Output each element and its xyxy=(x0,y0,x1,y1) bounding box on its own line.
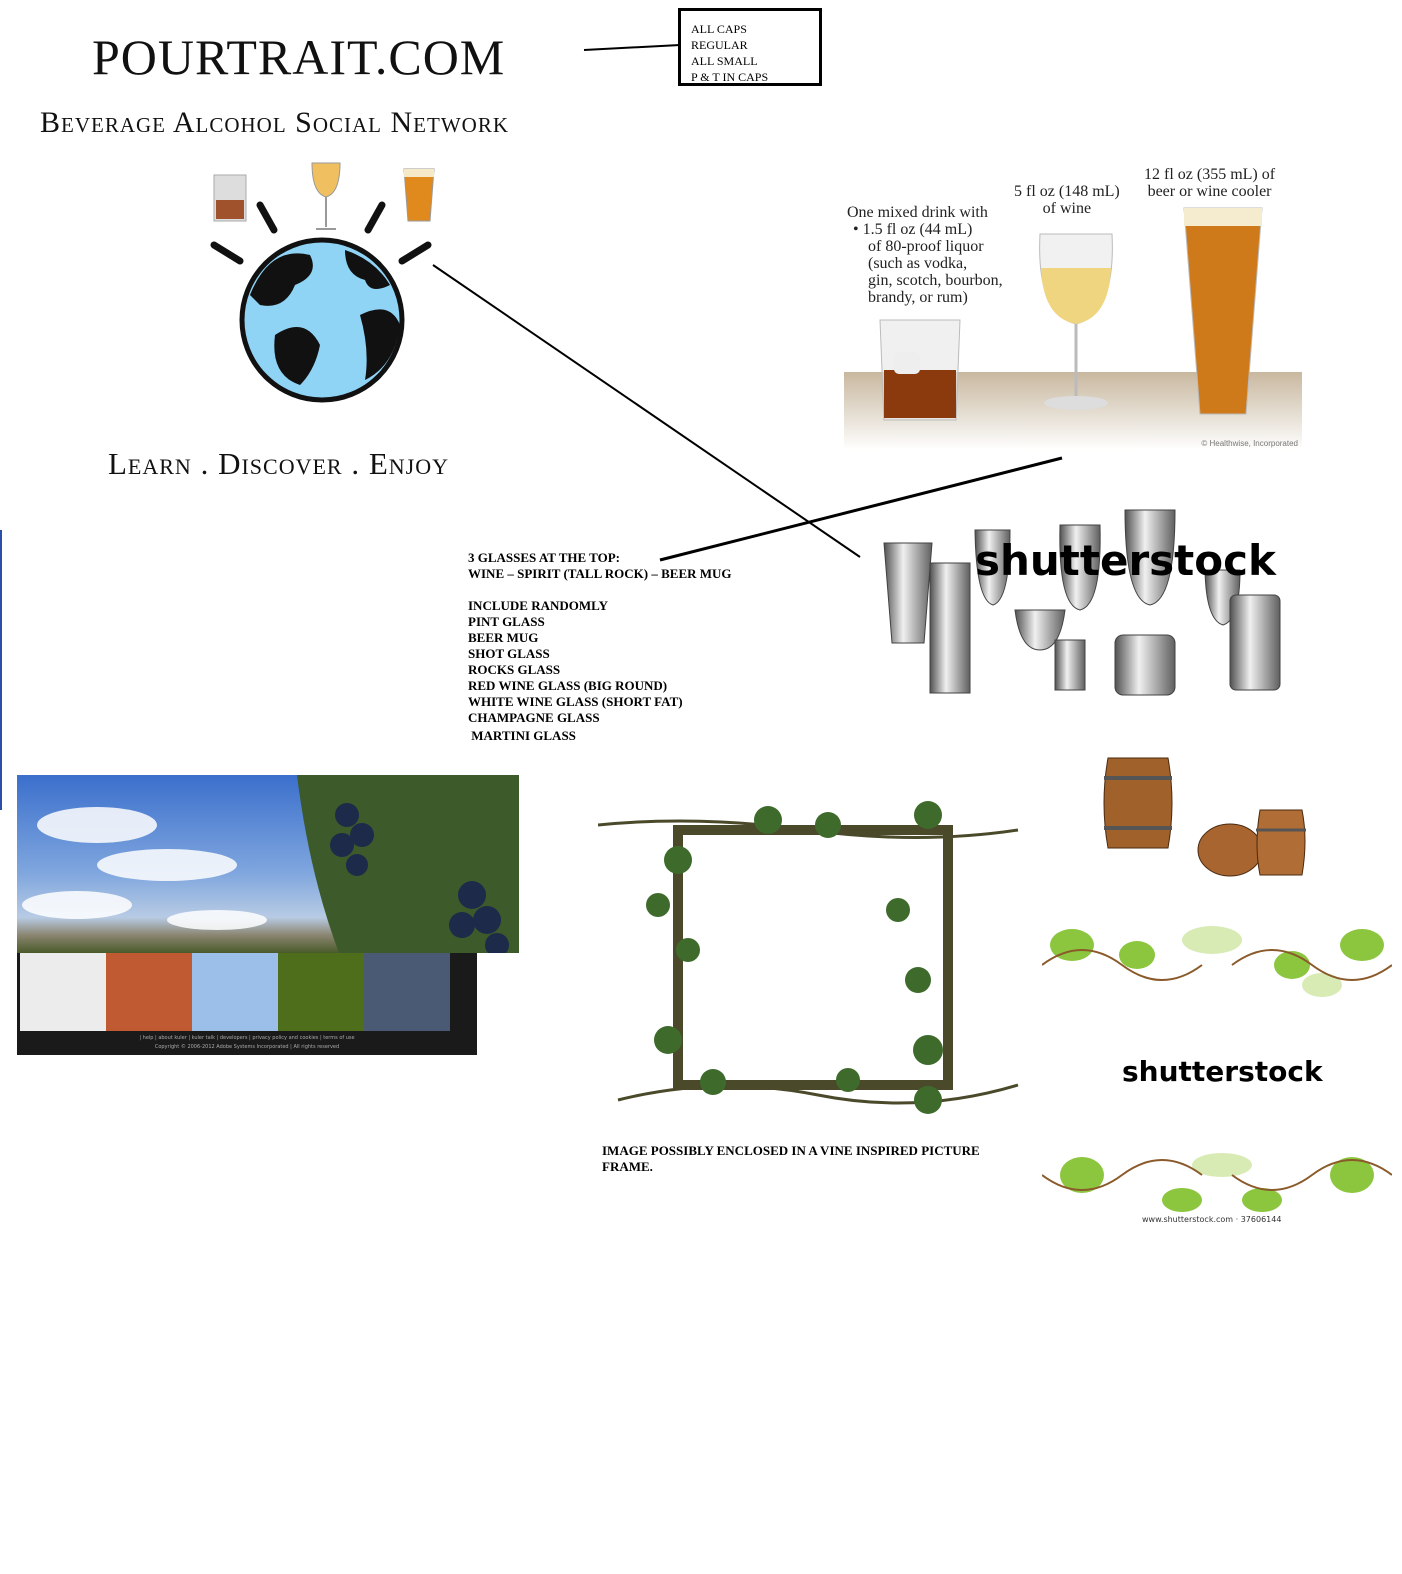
caps-option: P & T IN CAPS xyxy=(691,70,769,84)
beer-caption: 12 fl oz (355 mL) of beer or wine cooler xyxy=(1144,166,1276,200)
random-item: Rocks glass xyxy=(468,662,561,677)
site-logo: POURTRAIT.COM xyxy=(92,29,506,85)
kuler-copyright: Copyright © 2006-2012 Adobe Systems Inco… xyxy=(154,1044,340,1050)
design-notes: 3 glasses at the top: Wine – Spirit (Tal… xyxy=(468,550,732,744)
connector-line xyxy=(583,44,681,51)
image-credit: © Healthwise, Incorporated xyxy=(1201,439,1298,448)
notes-heading: 3 glasses at the top: xyxy=(468,550,620,565)
caps-options-box: ALL CAPS REGULAR ALL SMALL P & T IN CAPS xyxy=(678,8,822,86)
watermark: shutterstock xyxy=(975,536,1277,585)
barrel-icon xyxy=(1197,809,1306,877)
random-item: Champagne glass xyxy=(468,710,600,725)
drink-equivalents-image: One mixed drink with • 1.5 fl oz (44 mL)… xyxy=(844,160,1304,450)
color-palette: | help | about kuler | kuler talk | deve… xyxy=(17,953,477,1055)
random-item: Shot glass xyxy=(468,646,550,661)
wine-glass-icon xyxy=(1039,233,1113,410)
random-heading: Include Randomly xyxy=(468,598,609,613)
wine-glass-icon xyxy=(311,162,341,230)
wine-caption: 5 fl oz (148 mL) of wine xyxy=(1014,183,1120,217)
kuler-footer-links[interactable]: | help | about kuler | kuler talk | deve… xyxy=(139,1035,355,1041)
frame-caption: Image possibly enclosed in a vine inspir… xyxy=(602,1143,980,1174)
beer-glass-icon xyxy=(403,168,435,222)
globe-logo xyxy=(210,162,435,403)
glassware-stock-image: shutterstock xyxy=(883,509,1281,696)
connector-line xyxy=(432,264,861,558)
color-swatch[interactable] xyxy=(106,953,192,1031)
stock-url: www.shutterstock.com · 37606144 xyxy=(1142,1215,1282,1224)
watermark: shutterstock xyxy=(1122,1055,1324,1088)
beer-glass-icon xyxy=(1183,207,1263,415)
random-item: Martini glass xyxy=(468,728,576,743)
spirit-caption: One mixed drink with • 1.5 fl oz (44 mL)… xyxy=(847,204,1003,306)
vine-frame-image xyxy=(598,801,1019,1114)
barrel-icon xyxy=(1103,757,1173,849)
connector-line xyxy=(659,456,1063,562)
drink-glasses xyxy=(879,207,1263,421)
caps-option: REGULAR xyxy=(691,38,748,52)
tagline: Beverage Alcohol Social Network xyxy=(40,106,509,139)
vine-border-image: shutterstock www.shutterstock.com · 3760… xyxy=(1041,925,1393,1225)
rocks-glass-icon xyxy=(213,174,247,222)
random-item: White wine glass (short fat) xyxy=(468,694,683,709)
color-swatch[interactable] xyxy=(192,953,278,1031)
top-glasses-note: Wine – Spirit (Tall rock) – Beer Mug xyxy=(468,566,732,581)
barrels-image xyxy=(1103,757,1306,877)
slogan: Learn . Discover . Enjoy xyxy=(108,446,449,481)
color-swatch[interactable] xyxy=(20,953,106,1031)
rocks-glass-icon xyxy=(879,319,961,421)
random-item: Pint glass xyxy=(468,614,545,629)
random-item: Red Wine Glass (big round) xyxy=(468,678,668,693)
caps-option: ALL SMALL xyxy=(691,54,758,68)
random-item: Beer mug xyxy=(468,630,539,645)
vineyard-photo xyxy=(17,775,519,957)
caps-option: ALL CAPS xyxy=(691,22,747,36)
color-swatch[interactable] xyxy=(364,953,450,1031)
color-swatch[interactable] xyxy=(278,953,364,1031)
